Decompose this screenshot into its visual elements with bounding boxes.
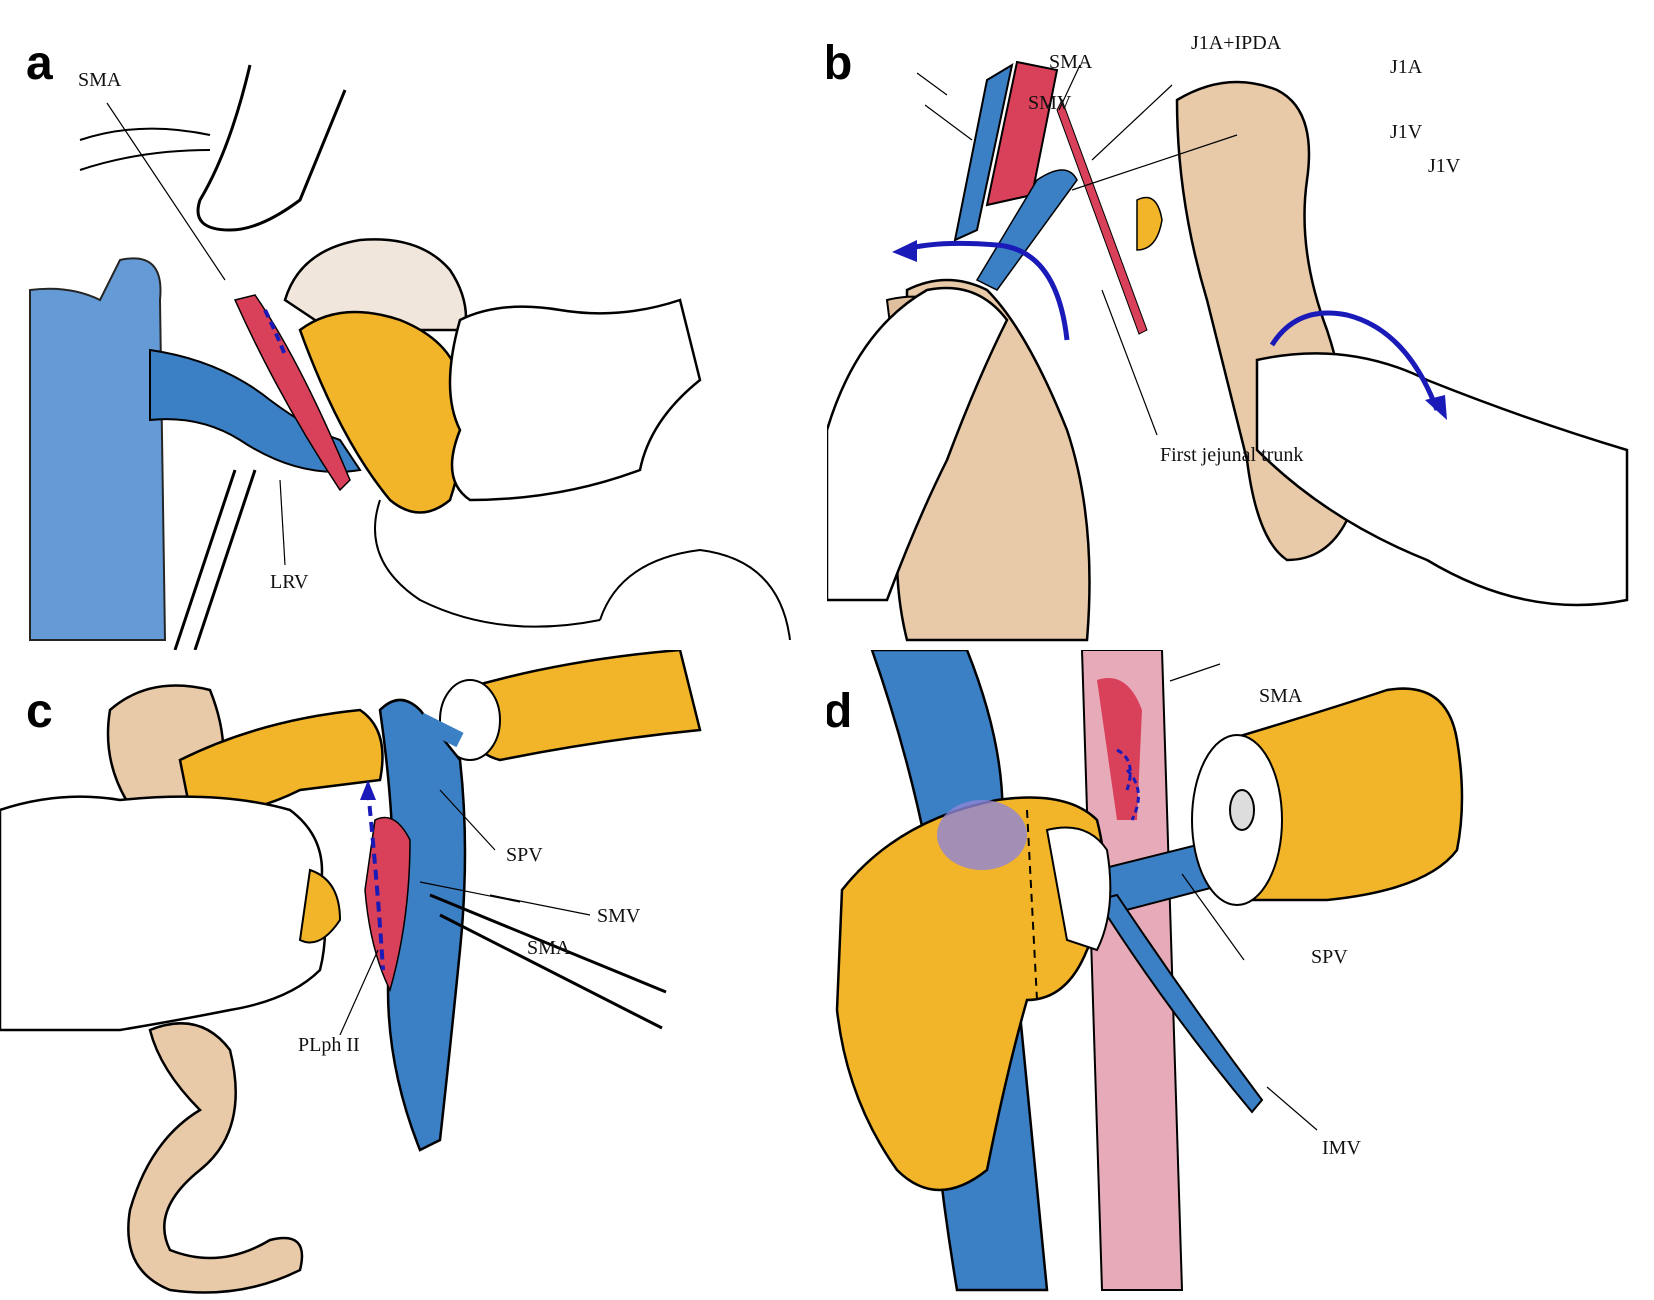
label-sma: SMA: [78, 69, 122, 91]
left-hand: [827, 286, 1009, 602]
ivc-vessel: [29, 257, 167, 641]
tumor: [937, 800, 1027, 870]
label-sma: SMA: [527, 937, 571, 959]
panel-c: c SPV SMV SMA PLph II: [0, 650, 827, 1300]
label-j1v: J1V: [1390, 121, 1423, 143]
imv-vessel: [1095, 893, 1264, 1114]
label-first-jejunal-trunk: First jejunal trunk: [1160, 444, 1304, 466]
label-j1a: J1A: [1390, 56, 1423, 78]
panel-a: a SMA LRV: [0, 0, 827, 650]
retractor: [196, 64, 347, 232]
label-imv: IMV: [1322, 1137, 1361, 1159]
label-lrv: LRV: [270, 571, 309, 593]
panel-d: d SMA SPV IMV: [827, 650, 1654, 1300]
label-smv: SMV: [1028, 92, 1072, 114]
panel-letter: d: [827, 685, 853, 738]
panel-letter: c: [26, 685, 53, 738]
panel-d-illustration: [835, 650, 1464, 1292]
hand: [0, 795, 327, 1032]
label-spv: SPV: [1311, 946, 1348, 968]
dissection-line: [366, 789, 385, 971]
sma-vessel: [233, 294, 351, 492]
label-plph-ii: PLph II: [298, 1034, 360, 1056]
label-j1a-ipda: J1A+IPDA: [1191, 32, 1282, 54]
panel-c-illustration: [0, 650, 702, 1294]
dissection-arrow: [1116, 748, 1140, 821]
label-j1v: J1V: [1428, 155, 1461, 177]
traction-arrow-left: [901, 240, 1070, 341]
panel-b: b SMA SMV J1A+IPDA J1A J1V J1V First jej…: [827, 0, 1654, 650]
dissection-line: [263, 309, 287, 356]
bowel-lower: [127, 1022, 304, 1294]
traction-arrow-right: [1269, 310, 1440, 411]
lrv-vessel: [149, 348, 362, 473]
pancreas-head: [835, 796, 1107, 1192]
right-hand: [1255, 352, 1629, 607]
hand: [448, 298, 702, 502]
label-sma: SMA: [1049, 51, 1093, 73]
duodenum: [283, 238, 468, 332]
panel-b-illustration: [827, 60, 1629, 642]
panel-letter: b: [827, 37, 853, 90]
label-smv: SMV: [597, 905, 641, 927]
panel-letter: a: [26, 37, 53, 90]
label-sma: SMA: [1259, 685, 1303, 707]
panel-a-illustration: [29, 64, 791, 650]
smv-vessel: [953, 62, 1014, 242]
label-spv: SPV: [506, 844, 543, 866]
pancreas-head: [298, 310, 465, 514]
pancreas-tail: [1225, 687, 1464, 902]
sma-vessel: [1080, 650, 1184, 1291]
